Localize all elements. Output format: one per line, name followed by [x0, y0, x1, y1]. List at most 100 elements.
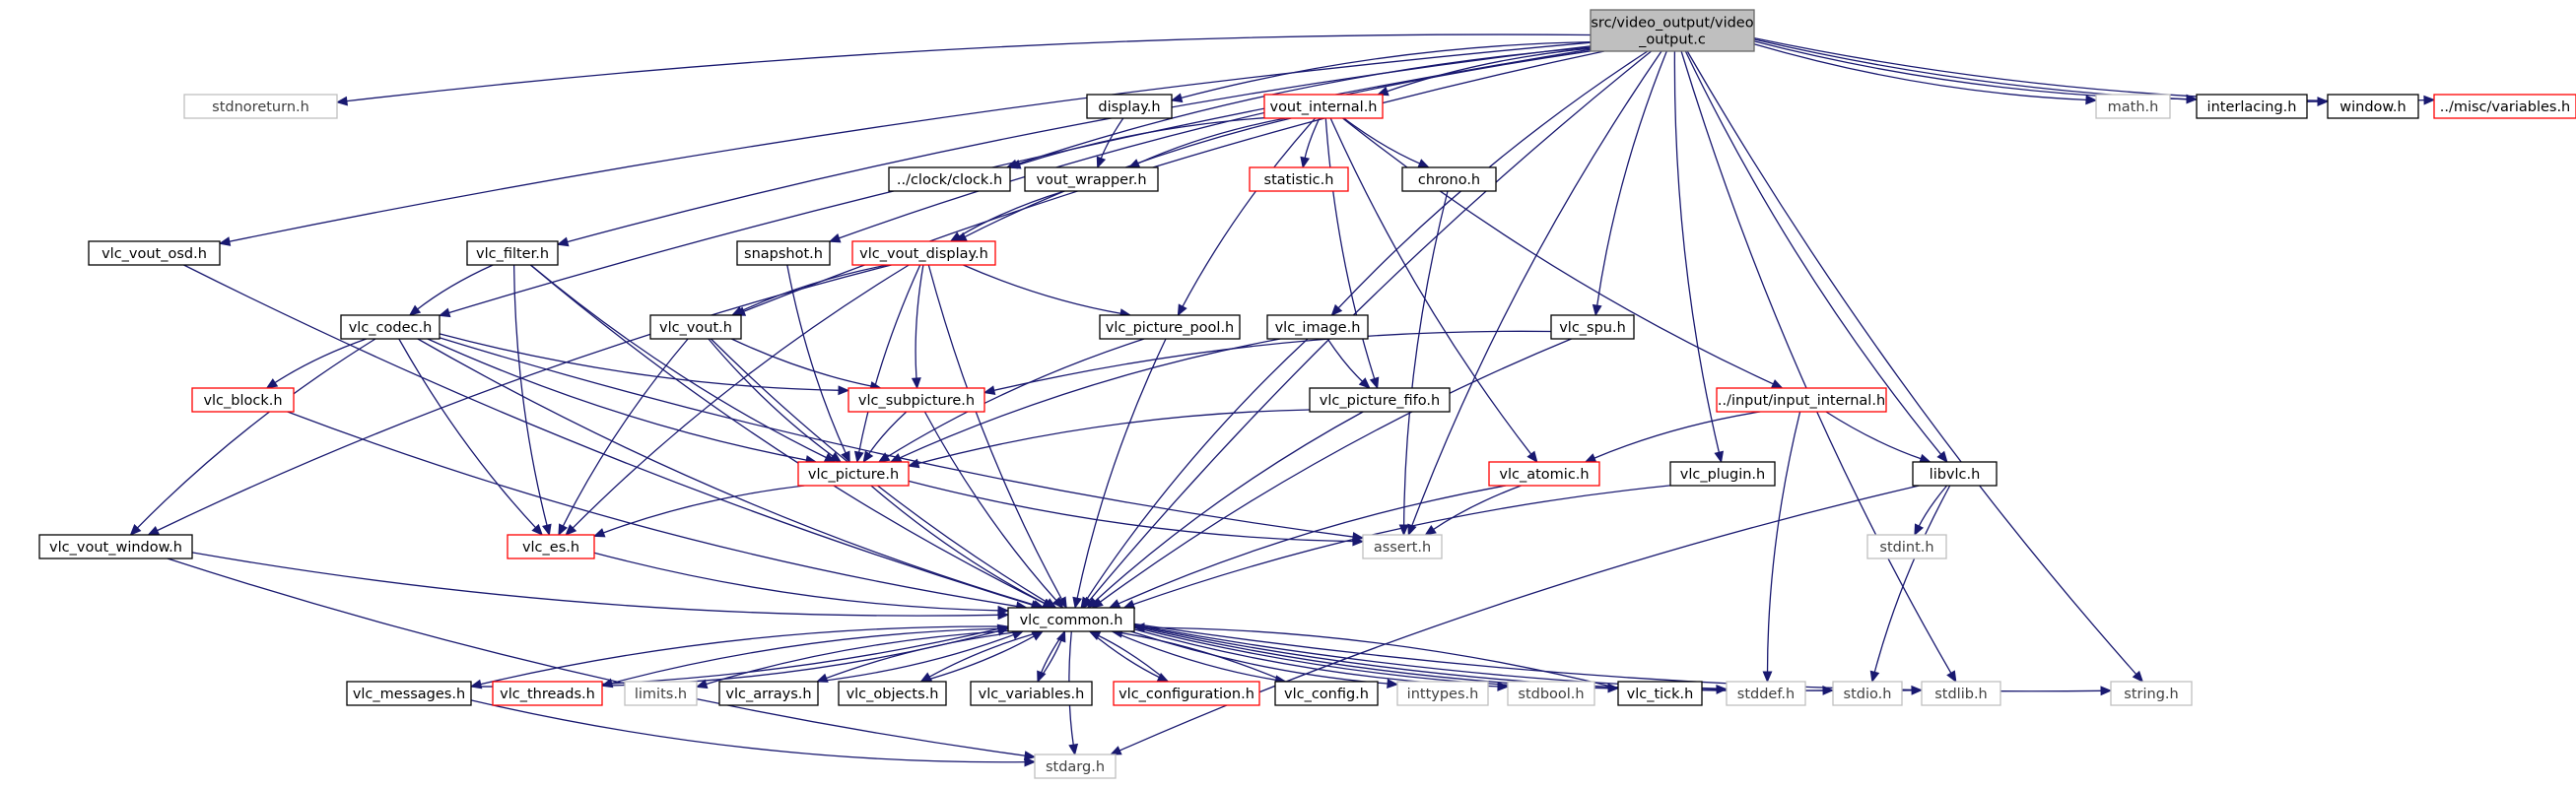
edge-arrowhead [1946, 670, 1957, 684]
node-vlc-tick[interactable]: vlc_tick.h [1617, 681, 1703, 706]
node-vlc-config[interactable]: vlc_config.h [1274, 681, 1379, 706]
edge-arrowhead [1387, 679, 1399, 689]
edge-line [908, 480, 1356, 543]
edge-arrowhead [1072, 596, 1083, 610]
node-vlc-codec[interactable]: vlc_codec.h [340, 314, 441, 340]
node-label: vlc_spu.h [1559, 320, 1626, 336]
node-vlc-picture-fifo[interactable]: vlc_picture_fifo.h [1309, 387, 1451, 413]
node-root[interactable]: src/video_output/video_output.c [1590, 9, 1755, 52]
node-vlc-messages[interactable]: vlc_messages.h [346, 681, 472, 706]
node-box [1617, 681, 1703, 706]
node-label: snapshot.h [744, 246, 823, 262]
edge-vlc_picture-to-assert [908, 480, 1365, 547]
node-interlacing[interactable]: interlacing.h [2196, 94, 2308, 119]
node-vlc-arrays[interactable]: vlc_arrays.h [718, 681, 819, 706]
node-vlc-variables[interactable]: vlc_variables.h [970, 681, 1093, 706]
node-label: ../clock/clock.h [897, 172, 1002, 188]
node-vlc-configuration[interactable]: vlc_configuration.h [1113, 681, 1260, 706]
edge-line [731, 338, 873, 388]
edge-arrowhead [565, 524, 577, 536]
node-vlc-vout-osd[interactable]: vlc_vout_osd.h [88, 240, 221, 266]
node-box [1396, 681, 1489, 706]
node-vlc-es[interactable]: vlc_es.h [507, 534, 595, 559]
node-vout-wrapper[interactable]: vout_wrapper.h [1024, 166, 1159, 192]
node-box [1024, 166, 1159, 192]
edge-line [1084, 338, 1309, 602]
node-vlc-filter[interactable]: vlc_filter.h [466, 240, 559, 266]
node-vlc-image[interactable]: vlc_image.h [1266, 314, 1369, 340]
node-box [492, 681, 603, 706]
edge-vlc_subpicture-to-vlc_common [923, 411, 1064, 609]
node-vlc-subpicture[interactable]: vlc_subpicture.h [847, 387, 985, 413]
edge-arrowhead [1936, 450, 1948, 464]
node-vlc-spu[interactable]: vlc_spu.h [1550, 314, 1635, 340]
node-vlc-vout-display[interactable]: vlc_vout_display.h [851, 240, 996, 266]
node-input-internal[interactable]: ../input/input_internal.h [1716, 387, 1887, 413]
node-vlc-common[interactable]: vlc_common.h [1007, 607, 1135, 632]
node-chrono[interactable]: chrono.h [1401, 166, 1497, 192]
edge-line [1329, 117, 1533, 457]
node-label: stdlib.h [1934, 687, 1988, 702]
edge-line [708, 338, 836, 458]
edge-line [1133, 626, 1611, 689]
edge-arrowhead [996, 625, 1010, 636]
node-label: stdbool.h [1518, 687, 1584, 702]
node-box [1488, 461, 1600, 487]
node-vlc-plugin[interactable]: vlc_plugin.h [1669, 461, 1776, 487]
edge-line [1096, 633, 1169, 683]
edge-arrowhead [1300, 156, 1311, 169]
node-label: math.h [2108, 99, 2159, 115]
node-display[interactable]: display.h [1086, 94, 1173, 119]
node-label: stdint.h [1879, 540, 1933, 556]
node-vlc-picture-pool[interactable]: vlc_picture_pool.h [1099, 314, 1241, 340]
edge-line [287, 411, 1020, 608]
edge-vlc_picture-to-vlc_es [592, 485, 805, 538]
edge-vlc_codec-to-vlc_common [417, 338, 1046, 610]
edge-arrowhead [1424, 524, 1437, 536]
node-vlc-threads[interactable]: vlc_threads.h [492, 681, 603, 706]
edge-vlc_picture_pool-to-vlc_common [1072, 338, 1167, 610]
edge-root-to-vlc_spu [1592, 50, 1667, 317]
edge-input_internal-to-libvlc [1825, 411, 1932, 464]
edge-arrowhead [1330, 303, 1343, 316]
node-window[interactable]: window.h [2327, 94, 2419, 119]
edge-arrowhead [335, 96, 348, 106]
edge-line [867, 411, 908, 456]
edge-line [155, 264, 892, 533]
node-libvlc[interactable]: libvlc.h [1912, 461, 1998, 487]
node-clock[interactable]: ../clock/clock.h [888, 166, 1011, 192]
edge-libvlc-to-stdint [1914, 485, 1948, 537]
edge-arrowhead [838, 385, 850, 396]
node-box [1550, 314, 1635, 340]
edge-arrowhead [1023, 751, 1037, 761]
node-vlc-atomic[interactable]: vlc_atomic.h [1488, 461, 1600, 487]
node-label: stddef.h [1737, 687, 1795, 702]
node-vlc-block[interactable]: vlc_block.h [191, 387, 295, 413]
node-vout-internal[interactable]: vout_internal.h [1263, 94, 1384, 119]
node-label: statistic.h [1264, 172, 1334, 188]
node-vlc-objects[interactable]: vlc_objects.h [838, 681, 947, 706]
edge-root-to-vlc_filter [556, 45, 1592, 247]
node-statistic[interactable]: statistic.h [1249, 166, 1349, 192]
node-vlc-vout[interactable]: vlc_vout.h [649, 314, 742, 340]
edge-line [1766, 411, 1801, 675]
edge-line [609, 627, 1009, 685]
node-label: _output.c [1638, 33, 1706, 48]
node-vlc-vout-window[interactable]: vlc_vout_window.h [38, 534, 193, 559]
node-box [1716, 387, 1887, 413]
edge-arrowhead [1068, 743, 1079, 756]
edge-vlc_vout_window-to-vlc_common [191, 552, 1010, 621]
node-misc-variables[interactable]: ../misc/variables.h [2433, 94, 2576, 119]
edge-vlc_picture_fifo-to-vlc_picture [907, 409, 1311, 469]
edge-arrowhead [1770, 379, 1784, 389]
edge-arrowhead [1056, 596, 1067, 610]
edge-arrowhead [129, 524, 142, 536]
edge-line [1076, 338, 1167, 601]
edge-line [1130, 485, 1671, 606]
node-snapshot[interactable]: snapshot.h [736, 240, 831, 266]
edge-vout_internal-to-vlc_picture_pool [1177, 117, 1317, 317]
edge-line [1141, 626, 1619, 689]
edge-line [1753, 38, 2321, 102]
node-vlc-picture[interactable]: vlc_picture.h [797, 461, 910, 487]
edge-vlc_vout_display-to-vlc_common [927, 264, 1067, 610]
